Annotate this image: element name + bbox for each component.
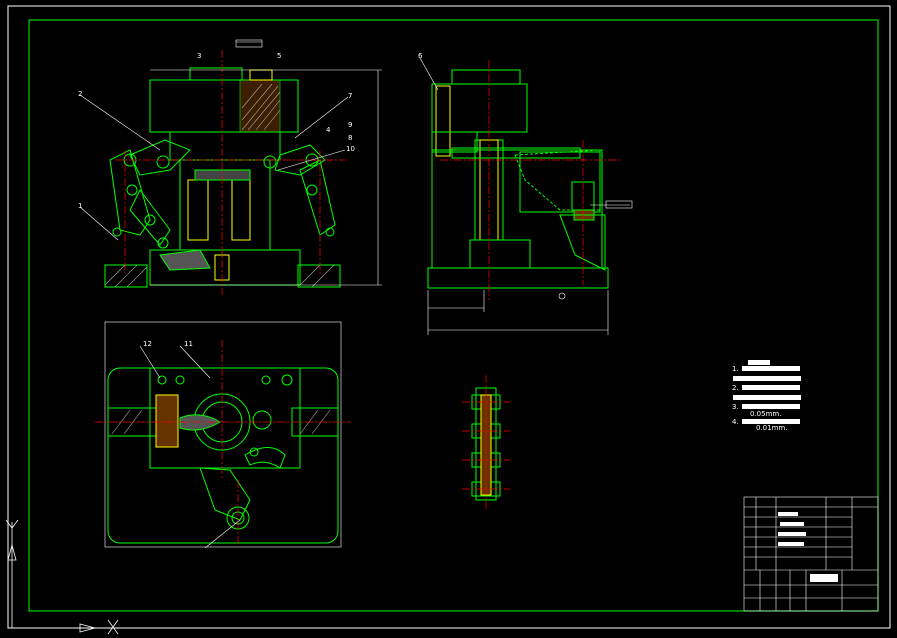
note-item-4-number: 4.: [732, 418, 739, 426]
note-tolerance-1: 0.05mm.: [750, 410, 782, 418]
part-label-10: 10: [346, 145, 355, 153]
part-label-11: 11: [184, 340, 193, 348]
note-item-3-bar: [742, 404, 800, 409]
title-block-bar: [780, 522, 804, 526]
part-label-1: 1: [78, 202, 83, 210]
part-label-6: 6: [418, 52, 423, 60]
title-block: [743, 496, 879, 612]
part-label-7: 7: [348, 92, 353, 100]
note-item-2-line: [733, 395, 801, 400]
title-block-bar: [778, 512, 798, 516]
title-block-stamp: [810, 574, 838, 582]
title-block-bar: [778, 542, 804, 546]
note-item-3-number: 3.: [732, 403, 739, 411]
inner-frame: [28, 19, 879, 612]
notes-heading-bar: [748, 360, 770, 365]
outer-frame: [7, 5, 891, 629]
note-item-2-bar: [742, 385, 800, 390]
front-view: [79, 39, 382, 295]
note-item-2-number: 2.: [732, 384, 739, 392]
part-label-4: 4: [326, 126, 331, 134]
part-label-2: 2: [78, 90, 83, 98]
plan-view: [95, 321, 350, 549]
note-item-1-line: [733, 376, 801, 381]
part-label-12: 12: [143, 340, 152, 348]
part-label-8: 8: [348, 134, 353, 142]
part-label-9: 9: [348, 121, 353, 129]
note-item-1-bar: [742, 366, 800, 371]
side-view: [419, 57, 633, 335]
detail-view: [462, 375, 510, 510]
ucs-icon: [5, 519, 119, 635]
note-item-1-number: 1.: [732, 365, 739, 373]
part-label-5: 5: [277, 52, 282, 60]
note-item-4-bar: [742, 419, 800, 424]
title-block-bar: [778, 532, 806, 536]
note-tolerance-2: 0.01mm.: [756, 424, 788, 432]
part-label-3: 3: [197, 52, 202, 60]
